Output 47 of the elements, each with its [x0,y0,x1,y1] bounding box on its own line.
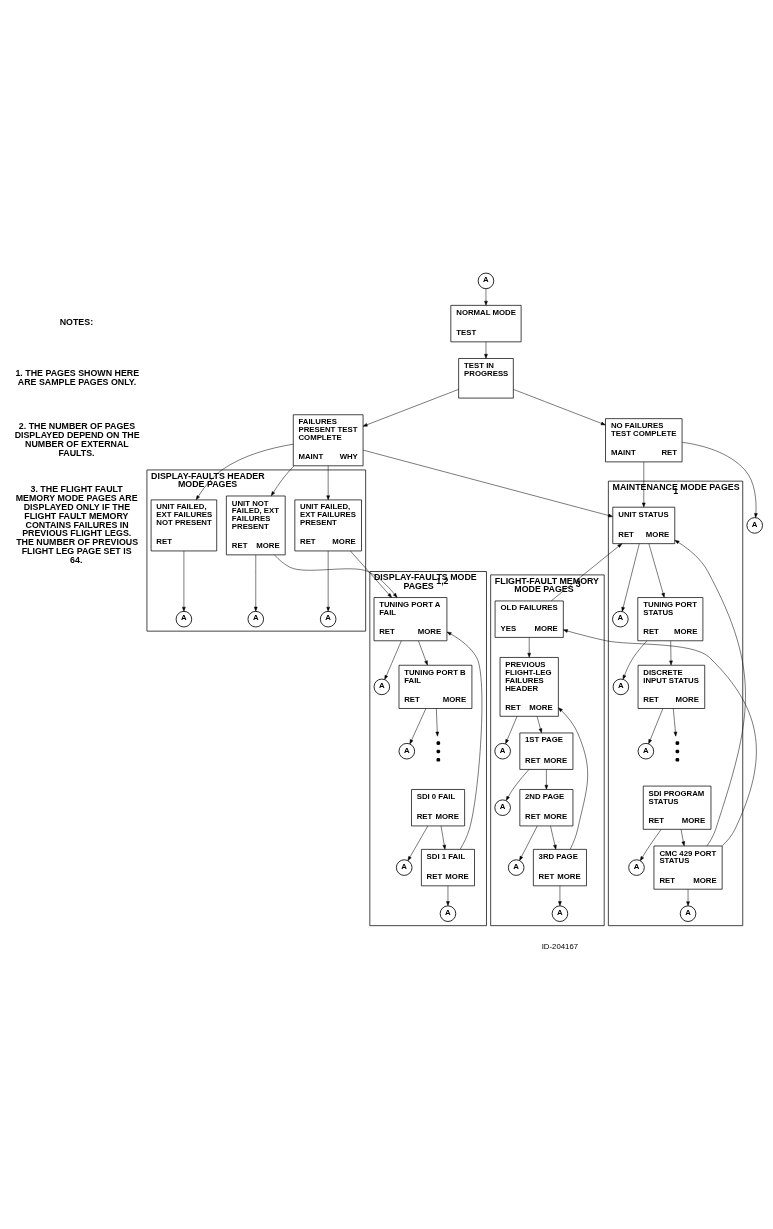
arrow [550,825,557,850]
arrow [195,443,294,500]
arrow [648,707,664,744]
arrow [350,550,392,598]
arrow [680,828,686,846]
arrow [558,885,562,906]
arrow [519,825,538,861]
arrow [446,631,483,849]
arrow [558,707,588,849]
arrow [551,542,623,601]
arrow [673,707,678,736]
label: 1. THE PAGES SHOWN HERE ARE SAMPLE PAGES ONLY. [15,367,140,387]
arrow [362,388,459,427]
arrow [407,825,429,861]
arrow [484,341,488,359]
arrow [254,554,258,611]
label: 2. THE NUMBER OF PAGES DISPLAYED DEPEND ON THE NUMBER OF EXTERNAL FAULTS. [14,420,140,458]
arrow [505,715,518,744]
arrow [271,465,295,496]
arrow [409,707,427,744]
arrow [362,449,613,517]
arrow [435,707,439,736]
arrow [544,768,549,790]
arrow [682,441,758,518]
label: 3. THE FLIGHT FAULT MEMORY MODE PAGES ARE DISPLAYED ONLY IF THE FLIGHT FAULT MEMORY CONTAINS FAILURES IN PREVIOUS FLIGHT LEGS. THE NUMBER OF PREVIOUS FLIGHT LEG PAGE SET IS 64. [15,483,139,565]
arrow [686,888,690,906]
arrow [622,640,648,680]
label: NOTES: [59,316,94,327]
arrow [484,288,488,306]
arrow [527,636,531,658]
arrow [326,465,330,500]
arrow [513,388,606,425]
arrow [440,825,446,850]
arrow [418,640,428,665]
arrow [621,543,640,612]
arrow [274,554,398,598]
arrow [384,640,402,680]
arrow [642,461,646,507]
arrow [640,828,662,861]
arrow [505,768,530,801]
arrow [536,715,543,733]
arrow [648,543,665,598]
arrow [669,640,673,665]
arrow [446,885,450,906]
arrow [563,628,757,846]
arrow [326,550,330,612]
arrow [182,550,186,612]
